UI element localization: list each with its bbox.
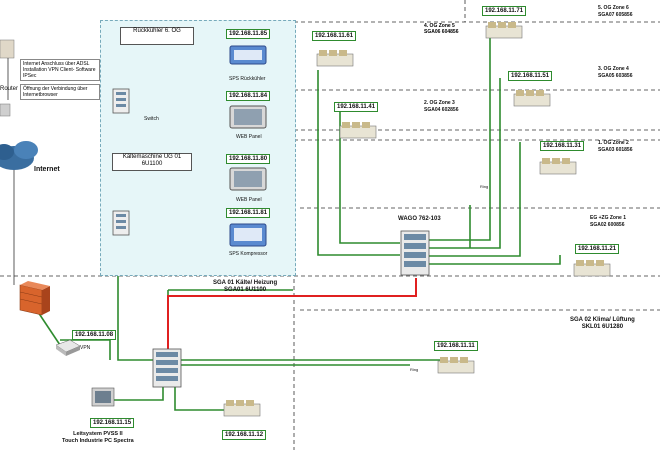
plc-zone-5-icon xyxy=(316,50,354,67)
vpn-device-icon xyxy=(55,339,81,356)
ip-sga02: 192.168.11.11 xyxy=(434,341,478,351)
plc-bottom-icon xyxy=(223,400,261,417)
plc-zone-4-icon xyxy=(513,90,551,107)
web-panel-1-icon xyxy=(229,105,267,129)
wago-controller-icon xyxy=(400,230,430,276)
web-panel-1-label: WEB Panel xyxy=(236,134,262,140)
wago-ring-label: Ring xyxy=(480,184,489,189)
ip-zone-5: 192.168.11.61 xyxy=(312,31,357,41)
note-adsl: Internet Anschluss über ADSL Installatio… xyxy=(20,59,100,81)
router-icon xyxy=(0,39,15,117)
ip-zone-4: 192.168.11.51 xyxy=(508,71,553,81)
ip-zone-2: 192.168.11.31 xyxy=(540,141,585,151)
plc-zone-1-icon xyxy=(573,260,611,277)
sps-kompressor-label: SPS Kompressor xyxy=(229,251,268,257)
zone-5-title: 4. OG Zone 5 SGA06 604856 xyxy=(424,23,459,35)
vpn-label: VPN xyxy=(80,345,91,351)
plc-zone-3-icon xyxy=(339,122,377,139)
switch-icon-bottom xyxy=(112,210,130,236)
ip-zone-6: 192.168.11.71 xyxy=(482,6,527,16)
ip-sps-kompressor: 192.168.11.81 xyxy=(226,208,271,218)
web-panel-2-icon xyxy=(229,167,267,191)
rueckkuehler-title: Rückkühler 6. OG xyxy=(120,27,194,45)
ip-bottom-plc: 192.168.11.12 xyxy=(222,430,267,440)
plc-zone-6-icon xyxy=(485,22,523,39)
sps-rueckkuehler-icon xyxy=(229,45,267,65)
zone-3-title: 2. OG Zone 3 SGA04 602856 xyxy=(424,100,459,113)
router-label: Router xyxy=(0,86,19,92)
ip-zone-1: 192.168.11.21 xyxy=(575,244,620,254)
zone-4-title: 3. OG Zone 4 SGA05 603856 xyxy=(598,66,633,79)
note-browser: Öffnung der Verbindung über Internetbrow… xyxy=(20,84,100,100)
ip-web-panel-2: 192.168.11.80 xyxy=(226,154,271,164)
kaeltemaschine-title: Kältemaschine UG 01 6U1100 xyxy=(112,153,192,171)
red-ring-link xyxy=(167,278,417,350)
ip-zone-3: 192.168.11.41 xyxy=(334,102,379,112)
sps-kompressor-icon xyxy=(229,223,267,247)
ip-vpn: 192.168.11.08 xyxy=(72,330,117,340)
sps-rueckkuehler-label: SPS Rückkühler xyxy=(229,76,266,82)
ip-leitsystem: 192.168.11.15 xyxy=(90,418,135,428)
switch-icon-top xyxy=(112,88,130,114)
internet-label: Internet xyxy=(34,166,60,173)
plc-zone-2-icon xyxy=(539,158,577,175)
main-switch-icon xyxy=(152,348,182,388)
cloud-icon xyxy=(0,141,38,170)
industrial-pc-icon xyxy=(91,387,115,407)
leitsystem-label: Leitsystem PVSS II Touch Industrie PC Sp… xyxy=(62,431,134,444)
sga02-ring-label: Ring xyxy=(410,367,419,372)
plc-sga02-icon xyxy=(437,357,475,374)
sga02-title: SGA 02 Klima/ Lüftung SKL01 6U1280 xyxy=(570,317,635,330)
web-panel-2-label: WEB Panel xyxy=(236,197,262,203)
zone-1-title: EG +ZG Zone 1 SGA02 600856 xyxy=(590,215,626,228)
ip-web-panel-1: 192.168.11.84 xyxy=(226,91,271,101)
wago-label: WAGO 762-103 xyxy=(398,216,441,222)
ip-rueckkuehler: 192.168.11.85 xyxy=(226,29,271,39)
firewall-icon xyxy=(19,281,50,316)
zone-6-title: 5. OG Zone 6 SGA07 605856 xyxy=(598,5,633,18)
switch-label: Switch xyxy=(144,116,159,122)
zone-2-title: 1. OG Zone 2 SGA03 601856 xyxy=(598,140,633,153)
sga01-title: SGA 01 Kälte/ Heizung SGA01 6U1100 xyxy=(213,280,278,293)
